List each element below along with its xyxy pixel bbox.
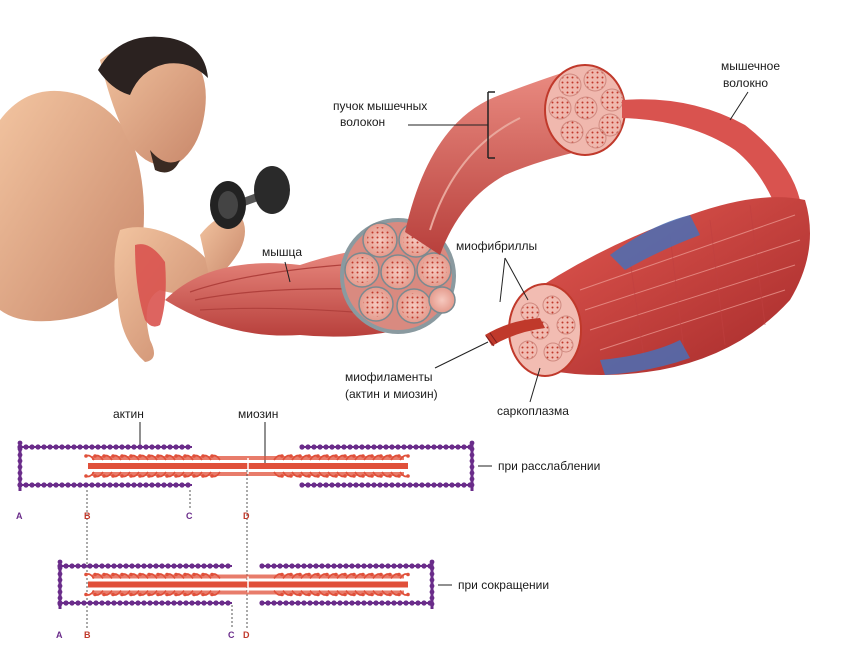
label-bundle-line1: пучок мышечных — [333, 99, 427, 113]
marker-contracted-c: C — [228, 630, 235, 640]
label-contracted: при сокращении — [458, 578, 549, 592]
label-sarcoplasm: саркоплазма — [497, 404, 569, 418]
label-bundle-line2: волокон — [340, 115, 385, 129]
marker-contracted-b: B — [84, 630, 91, 640]
guide-lines — [86, 470, 248, 628]
muscle-fiber — [485, 197, 810, 377]
sarcolemma-patch-bottom — [600, 340, 690, 375]
fascicle-cross-section — [544, 64, 626, 156]
label-myofilaments-line2: (актин и миозин) — [345, 387, 438, 401]
muscle-cross-section — [340, 218, 456, 334]
fascicle-tube — [405, 72, 585, 255]
label-myofilaments-line1: миофиламенты — [345, 370, 433, 384]
myofibril-strands — [485, 318, 545, 346]
marker-relaxed-d: D — [243, 511, 250, 521]
marker-relaxed-b: B — [84, 511, 91, 521]
connector-fiber — [622, 99, 800, 205]
label-myosin: миозин — [238, 407, 278, 421]
marker-contracted-a: A — [56, 630, 63, 640]
marker-contracted-d: D — [243, 630, 250, 640]
sarcomere-relaxed — [17, 440, 475, 491]
sarcomere-contracted — [57, 559, 435, 609]
marker-relaxed-c: C — [186, 511, 193, 521]
label-relaxed: при расслаблении — [498, 459, 600, 473]
dumbbell-icon — [210, 166, 290, 229]
label-muscle: мышца — [262, 245, 302, 259]
label-actin: актин — [113, 407, 144, 421]
label-myofibrils: миофибриллы — [456, 239, 537, 253]
marker-relaxed-a: A — [16, 511, 23, 521]
label-fiber-line1: мышечное — [721, 59, 780, 73]
label-fiber-line2: волокно — [723, 76, 768, 90]
athlete-figure — [0, 36, 245, 362]
sarcolemma-patch-top — [610, 215, 700, 270]
